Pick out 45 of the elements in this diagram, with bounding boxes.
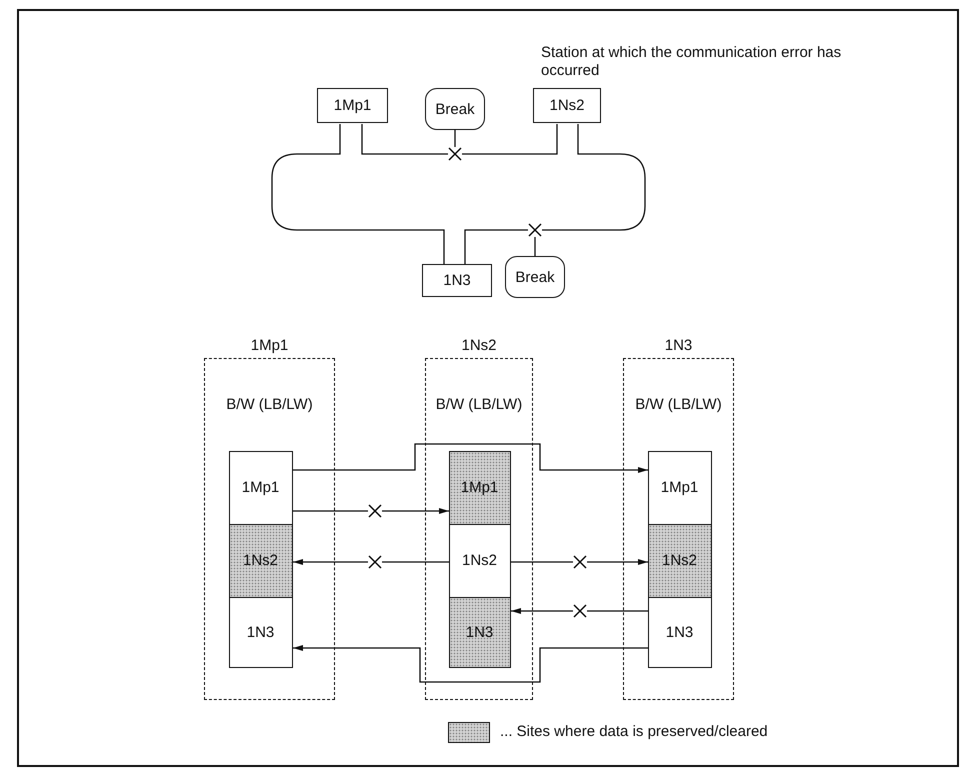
arrow [293, 645, 648, 683]
group-title: 1N3 [664, 337, 694, 355]
callout-bubble: Break [505, 256, 565, 298]
connector-line [462, 124, 558, 155]
arrow [382, 508, 449, 514]
station-box: 1Mp1 [317, 88, 388, 123]
connector-line [464, 229, 528, 264]
cross-mark [573, 604, 587, 618]
memory-area: 1Mp1 [228, 450, 292, 524]
station-box: 1N3 [422, 264, 492, 297]
cross-mark [368, 555, 382, 569]
callout-bubble: Break [425, 88, 485, 130]
connector-line [361, 124, 448, 155]
memory-area: 1Ns2 [448, 524, 510, 598]
leader-line [454, 130, 456, 147]
memory-heading: B/W (LB/LW) [434, 395, 524, 415]
connector-line [511, 561, 573, 563]
connector-line [271, 124, 445, 264]
connector-line [382, 561, 449, 563]
annotation-text: Station at which the communication error has occurred [541, 44, 842, 80]
cross-mark [448, 147, 462, 161]
cross-mark [528, 223, 542, 237]
cross-mark [368, 504, 382, 518]
memory-area: 1Ns2 [648, 524, 712, 598]
memory-area: 1N3 [448, 598, 510, 668]
memory-area: 1Mp1 [448, 450, 510, 524]
memory-area: 1Mp1 [648, 450, 712, 524]
arrow [511, 608, 573, 614]
cross-mark [573, 555, 587, 569]
legend-text: ... Sites where data is preserved/cleared [500, 723, 768, 740]
connector-line [542, 124, 646, 231]
memory-heading: B/W (LB/LW) [225, 395, 314, 415]
arrow [293, 559, 368, 565]
memory-area: 1N3 [228, 598, 292, 668]
group-title: 1Mp1 [250, 337, 290, 355]
connector-line [293, 510, 368, 512]
leader-line [534, 237, 536, 256]
memory-area: 1N3 [648, 598, 712, 668]
arrow [587, 559, 648, 565]
memory-area: 1Ns2 [228, 524, 292, 598]
connector-line [587, 610, 648, 612]
station-box: 1Ns2 [533, 88, 601, 123]
memory-heading: B/W (LB/LW) [634, 395, 723, 415]
group-title: 1Ns2 [460, 337, 498, 355]
arrow [293, 443, 648, 473]
